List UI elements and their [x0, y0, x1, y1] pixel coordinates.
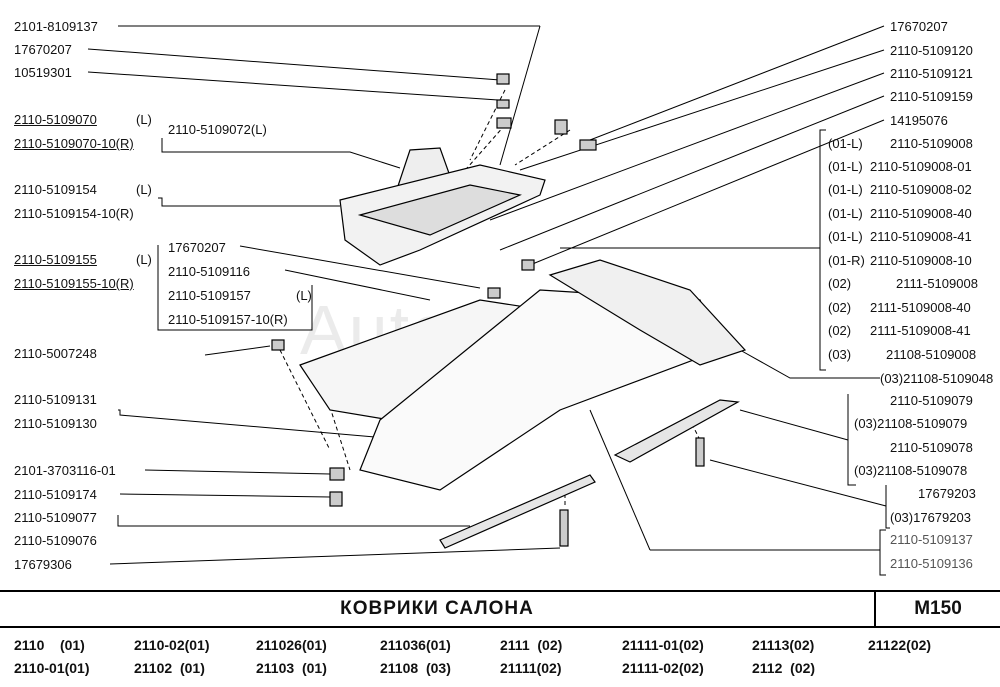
part-label: (03)17679203 [890, 510, 971, 525]
part-label: 17679306 [14, 557, 72, 572]
part-label: 2110-5109136 [890, 556, 973, 571]
variant-prefix: (01-L) [828, 136, 863, 151]
sheet-code: M150 [914, 598, 962, 619]
variant-number: 2110-5109008-41 [870, 229, 972, 244]
model-code: 2110-01(01) [14, 660, 90, 676]
part-side: (L) [136, 252, 152, 267]
model-code: 2110-02(01) [134, 637, 210, 653]
variant-number: 2111-5109008-41 [870, 323, 971, 338]
part-label: (03)21108-5109079 [854, 416, 968, 431]
part-label: 2110-5109155 [14, 252, 97, 267]
variant-prefix: (01-L) [828, 182, 863, 197]
variant-number: 2110-5109008-10 [870, 253, 972, 268]
variant-number: 2111-5109008 [896, 276, 978, 291]
model-code: 21111(02) [500, 660, 562, 676]
part-label: 2110-5109076 [14, 533, 97, 548]
model-code: 2112 (02) [752, 660, 816, 676]
variant-prefix: (03) [828, 347, 852, 362]
part-label: 17670207 [168, 240, 226, 255]
part-label: 2110-5109174 [14, 487, 97, 502]
part-label: 2110-5109070-10(R) [14, 136, 134, 151]
part-label: 14195076 [890, 113, 948, 128]
variant-prefix: (01-L) [828, 206, 863, 221]
part-side: (L) [136, 112, 152, 127]
part-label: (03)21108-5109048 [880, 371, 994, 386]
part-label: 2101-3703116-01 [14, 463, 116, 478]
model-code: 21111-02(02) [622, 660, 704, 676]
variant-number: 21108-5109008 [886, 347, 977, 362]
part-label: 17670207 [14, 42, 72, 57]
part-label: 2110-5109078 [890, 440, 973, 455]
model-code: 21102 (01) [134, 660, 205, 676]
variant-number: 2110-5109008-02 [870, 182, 972, 197]
model-code: 21103 (01) [256, 660, 327, 676]
model-code: 21108 (03) [380, 660, 451, 676]
model-code: 21122(02) [868, 637, 932, 653]
part-label: 2110-5109159 [890, 89, 973, 104]
variant-number: 2110-5109008-01 [870, 159, 972, 174]
part-label: 2110-5109130 [14, 416, 97, 431]
model-code: 211026(01) [256, 637, 327, 653]
part-label: 2101-8109137 [14, 19, 98, 34]
variant-number: 2111-5109008-40 [870, 300, 971, 315]
model-code: 2111 (02) [500, 637, 563, 653]
variant-prefix: (02) [828, 323, 852, 338]
page-title: КОВРИКИ САЛОНА [340, 598, 534, 619]
part-label: 2110-5109155-10(R) [14, 276, 134, 291]
part-label: 2110-5109070 [14, 112, 97, 127]
variant-number: 2110-5109008-40 [870, 206, 972, 221]
part-label: 2110-5109157 [168, 288, 251, 303]
variant-prefix: (02) [828, 300, 852, 315]
part-label: 2110-5109154 [14, 182, 97, 197]
part-label: 2110-5109157-10(R) [168, 312, 288, 327]
part-label: 2110-5109121 [890, 66, 973, 81]
part-label: 17670207 [890, 19, 948, 34]
part-label: 2110-5109120 [890, 43, 973, 58]
part-label: 2110-5109077 [14, 510, 97, 525]
model-code: 21113(02) [752, 637, 815, 653]
part-label: (03)21108-5109078 [854, 463, 968, 478]
model-code: 211036(01) [380, 637, 451, 653]
part-label: 2110-5109116 [168, 264, 250, 279]
part-label: 2110-5109072(L) [168, 122, 267, 137]
model-code: 21111-01(02) [622, 637, 704, 653]
part-label: 2110-5007248 [14, 346, 97, 361]
variant-number: 2110-5109008 [890, 136, 973, 151]
part-side: (L) [136, 182, 152, 197]
part-label: 2110-5109137 [890, 532, 973, 547]
variant-prefix: (01-L) [828, 229, 863, 244]
model-code: 2110 (01) [14, 637, 85, 653]
part-label: 2110-5109131 [14, 392, 97, 407]
part-label: 2110-5109079 [890, 393, 973, 408]
part-label: 2110-5109154-10(R) [14, 206, 134, 221]
variant-prefix: (02) [828, 276, 852, 291]
variant-prefix: (01-R) [828, 253, 865, 268]
part-label: 17679203 [918, 486, 976, 501]
part-side: (L) [296, 288, 312, 303]
part-label: 10519301 [14, 65, 72, 80]
variant-prefix: (01-L) [828, 159, 863, 174]
